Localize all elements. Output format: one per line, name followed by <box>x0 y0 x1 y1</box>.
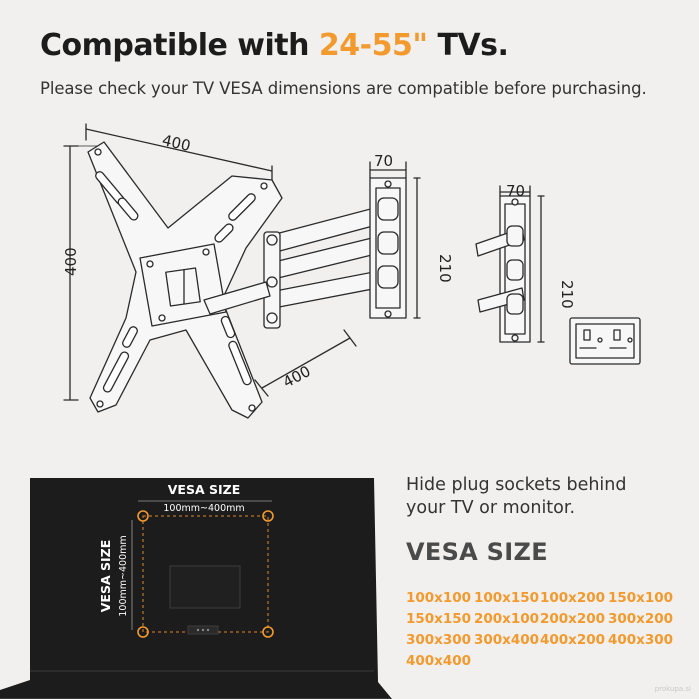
wall-plate-extended <box>369 161 421 319</box>
plate-height-label: 400 <box>62 247 80 276</box>
title-prefix: Compatible with <box>40 28 319 63</box>
page-subtitle: Please check your TV VESA dimensions are… <box>40 79 647 98</box>
wall-plate-width-label: 70 <box>374 152 393 170</box>
vesa-size-item: 100x150 <box>474 590 540 606</box>
folded-plate-width-label: 70 <box>506 182 525 200</box>
plug-socket <box>569 317 641 365</box>
plate-dimension-lines <box>63 123 357 401</box>
vesa-size-heading: VESA SIZE <box>406 538 548 566</box>
vesa-size-list: 100x100 100x150 100x200 150x100 150x150 … <box>406 590 696 670</box>
vesa-size-item: 200x200 <box>540 611 606 627</box>
tv-back-panel: VESA SIZE 100mm~400mm VESA SIZE 100mm~40… <box>0 478 392 699</box>
vesa-hole-bottom-left <box>137 626 149 638</box>
vesa-hole-square <box>142 515 269 633</box>
vesa-hole-top-right <box>262 510 274 522</box>
vesa-range: 100mm~400mm <box>163 503 244 514</box>
vesa-size-item: 200x100 <box>474 611 540 627</box>
extended-arm <box>203 205 389 329</box>
page-title: Compatible with 24-55" TVs. <box>40 28 509 63</box>
vesa-title: VESA SIZE <box>168 482 241 497</box>
folded-plate-height-label: 210 <box>558 280 576 309</box>
hide-sockets-text: Hide plug sockets behind your TV or monit… <box>406 474 686 520</box>
mount-diagram: 400 400 400 70 210 70 210 <box>62 123 641 419</box>
vesa-hole-bottom-right <box>262 626 274 638</box>
vesa-size-item: 300x400 <box>474 632 540 648</box>
tv-vent-panel <box>169 565 241 609</box>
vesa-hole-top-left <box>137 510 149 522</box>
vesa-size-item: 400x400 <box>406 653 472 669</box>
wall-plate-height-label: 210 <box>436 254 454 283</box>
vesa-size-item: 400x200 <box>540 632 606 648</box>
arm-reach-label: 400 <box>280 362 314 391</box>
vesa-size-item: 100x200 <box>540 590 606 606</box>
vesa-size-item: 300x200 <box>608 611 674 627</box>
vesa-size-item: 300x300 <box>406 632 472 648</box>
vesa-size-item: 150x150 <box>406 611 472 627</box>
wall-plate-folded <box>475 185 545 343</box>
plate-slots <box>95 171 256 393</box>
title-accent: 24-55" <box>318 28 428 63</box>
title-suffix: TVs. <box>427 28 509 63</box>
hide-line-1: Hide plug sockets behind <box>406 475 627 495</box>
plate-width-label: 400 <box>160 131 192 155</box>
vesa-title-vertical: VESA SIZE <box>98 540 113 613</box>
hide-line-2: your TV or monitor. <box>406 498 576 518</box>
vesa-size-item: 150x100 <box>608 590 674 606</box>
watermark: prokupa.si <box>654 685 691 693</box>
vesa-size-item: 400x300 <box>608 632 674 648</box>
vesa-size-item: 100x100 <box>406 590 472 606</box>
vesa-range-vertical: 100mm~400mm <box>118 535 129 616</box>
